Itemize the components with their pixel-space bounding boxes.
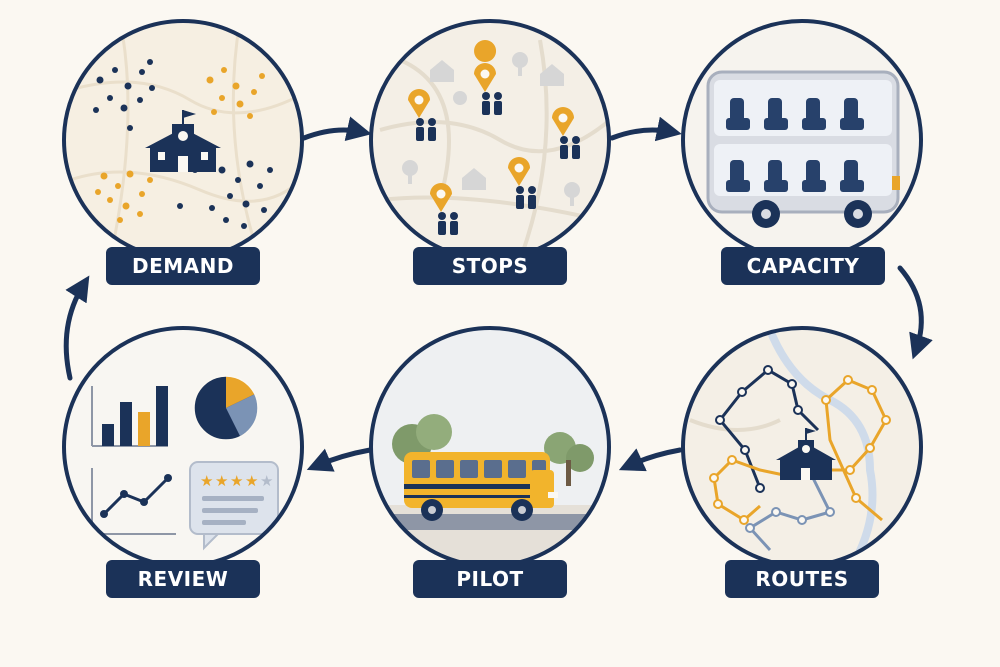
- route-gold-right: [812, 378, 888, 522]
- arrow-stops-to-capacity: [609, 116, 682, 142]
- line-chart-icon: [91, 468, 176, 535]
- rating-card-icon: ★★★★ ★: [189, 461, 279, 551]
- arrow-demand-to-stops: [301, 116, 372, 141]
- school-bus-icon: [404, 452, 558, 521]
- arrow-pilot-to-review: [306, 447, 373, 472]
- label-review: REVIEW: [106, 560, 260, 598]
- svg-text:★: ★: [245, 472, 258, 490]
- pie-chart-icon: [193, 375, 259, 441]
- school-icon: [145, 110, 221, 172]
- arrow-review-to-demand: [63, 275, 90, 381]
- step-pilot: [369, 326, 611, 568]
- svg-text:★: ★: [215, 472, 228, 490]
- step-review: ★★★★ ★: [62, 326, 304, 568]
- label-demand: DEMAND: [106, 247, 260, 285]
- people-icons: [416, 92, 580, 235]
- arrow-routes-to-pilot: [618, 447, 683, 472]
- svg-text:★: ★: [230, 472, 243, 490]
- star-rating-icons: ★★★★ ★: [200, 472, 273, 490]
- label-pilot: PILOT: [413, 560, 567, 598]
- step-capacity: [681, 19, 923, 261]
- svg-text:★: ★: [260, 472, 273, 490]
- svg-text:★: ★: [200, 472, 213, 490]
- bus-wheels: [752, 200, 872, 228]
- school-icon: [776, 428, 836, 480]
- label-capacity: CAPACITY: [721, 247, 885, 285]
- step-stops: [369, 19, 611, 261]
- step-routes: [681, 326, 923, 568]
- label-routes: ROUTES: [725, 560, 879, 598]
- seat-icons: [726, 98, 864, 192]
- step-demand: [62, 19, 304, 261]
- arrow-capacity-to-routes: [897, 265, 933, 360]
- bar-chart-icon: [91, 386, 168, 447]
- demand-dots: [93, 59, 273, 229]
- label-stops: STOPS: [413, 247, 567, 285]
